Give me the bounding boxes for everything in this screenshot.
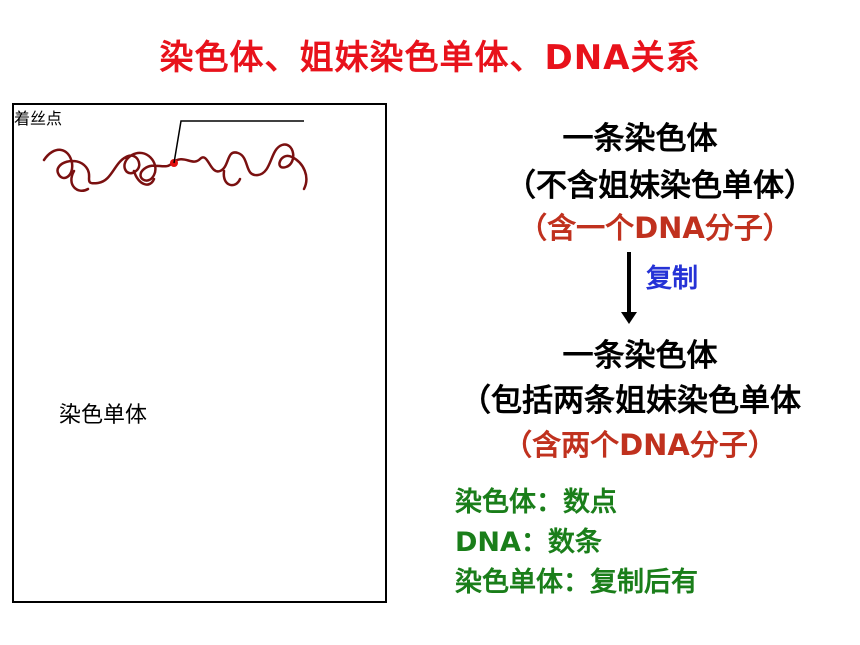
replication-arrow-head xyxy=(621,312,637,324)
chromosome-figure: 着丝点 xyxy=(12,103,387,603)
two-sister-chromatids-text: （包括两条姐妹染色单体 xyxy=(460,383,801,419)
replication-arrow-shaft xyxy=(627,252,631,314)
chromatid-label: 染色单体 xyxy=(59,403,148,428)
two-dna-text: （含两个DNA分子） xyxy=(503,428,777,462)
replication-label: 复制 xyxy=(646,264,699,294)
centromere-label: 着丝点 xyxy=(14,109,63,128)
chromosome-drawing xyxy=(42,120,308,192)
centromere-pointer-line xyxy=(173,120,304,164)
single-chromosome-text-2: 一条染色体 xyxy=(562,338,718,374)
no-sister-chromatids-text: （不含姐妹染色单体） xyxy=(505,168,815,204)
note-dna-count: DNA：数条 xyxy=(455,527,602,558)
note-chromosome-count: 染色体：数点 xyxy=(455,487,617,518)
one-dna-text: （含一个DNA分子） xyxy=(518,211,792,245)
single-chromosome-text: 一条染色体 xyxy=(562,121,718,157)
note-chromatid-count: 染色单体：复制后有 xyxy=(455,567,698,598)
stage1-chromosome xyxy=(42,143,308,192)
page-title: 染色体、姐妹染色单体、DNA关系 xyxy=(159,38,701,78)
